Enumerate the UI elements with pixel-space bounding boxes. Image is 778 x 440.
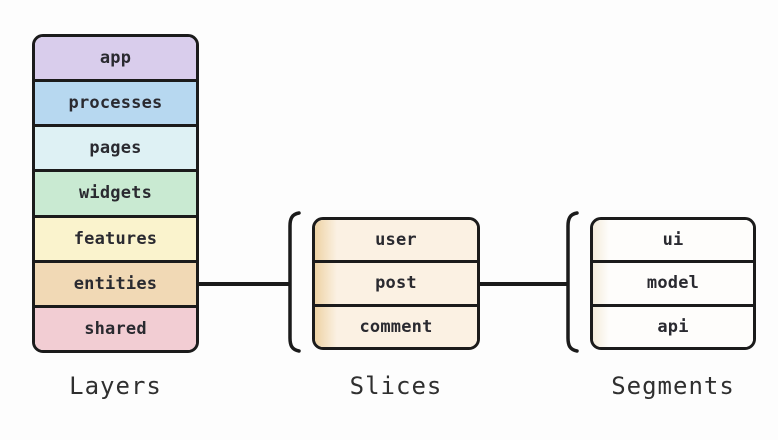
layer-row-processes: processes [35, 82, 196, 128]
layer-row-app: app [35, 37, 196, 83]
layer-row-entities: entities [35, 262, 196, 308]
left-bracket-icon [566, 211, 579, 353]
left-bracket-icon [288, 211, 301, 353]
connector-line-slices-to-segments [479, 282, 567, 286]
layer-row-shared: shared [35, 307, 196, 350]
slices-group-label: Slices [349, 372, 443, 400]
layers-group-label: Layers [69, 372, 162, 400]
layer-row-features: features [35, 217, 196, 263]
slice-row-user: user [315, 220, 477, 264]
layer-row-widgets: widgets [35, 172, 196, 218]
layer-row-pages: pages [35, 127, 196, 173]
segment-row-api: api [593, 306, 753, 347]
segments-box: ui model api [590, 217, 756, 350]
layers-stack: app processes pages widgets features ent… [32, 34, 199, 353]
segments-group-label: Segments [611, 372, 735, 400]
connector-line-layers-to-slices [199, 282, 290, 286]
slice-row-post: post [315, 263, 477, 307]
slices-box: user post comment [312, 217, 480, 350]
slice-row-comment: comment [315, 306, 477, 347]
segment-row-model: model [593, 263, 753, 307]
segment-row-ui: ui [593, 220, 753, 264]
